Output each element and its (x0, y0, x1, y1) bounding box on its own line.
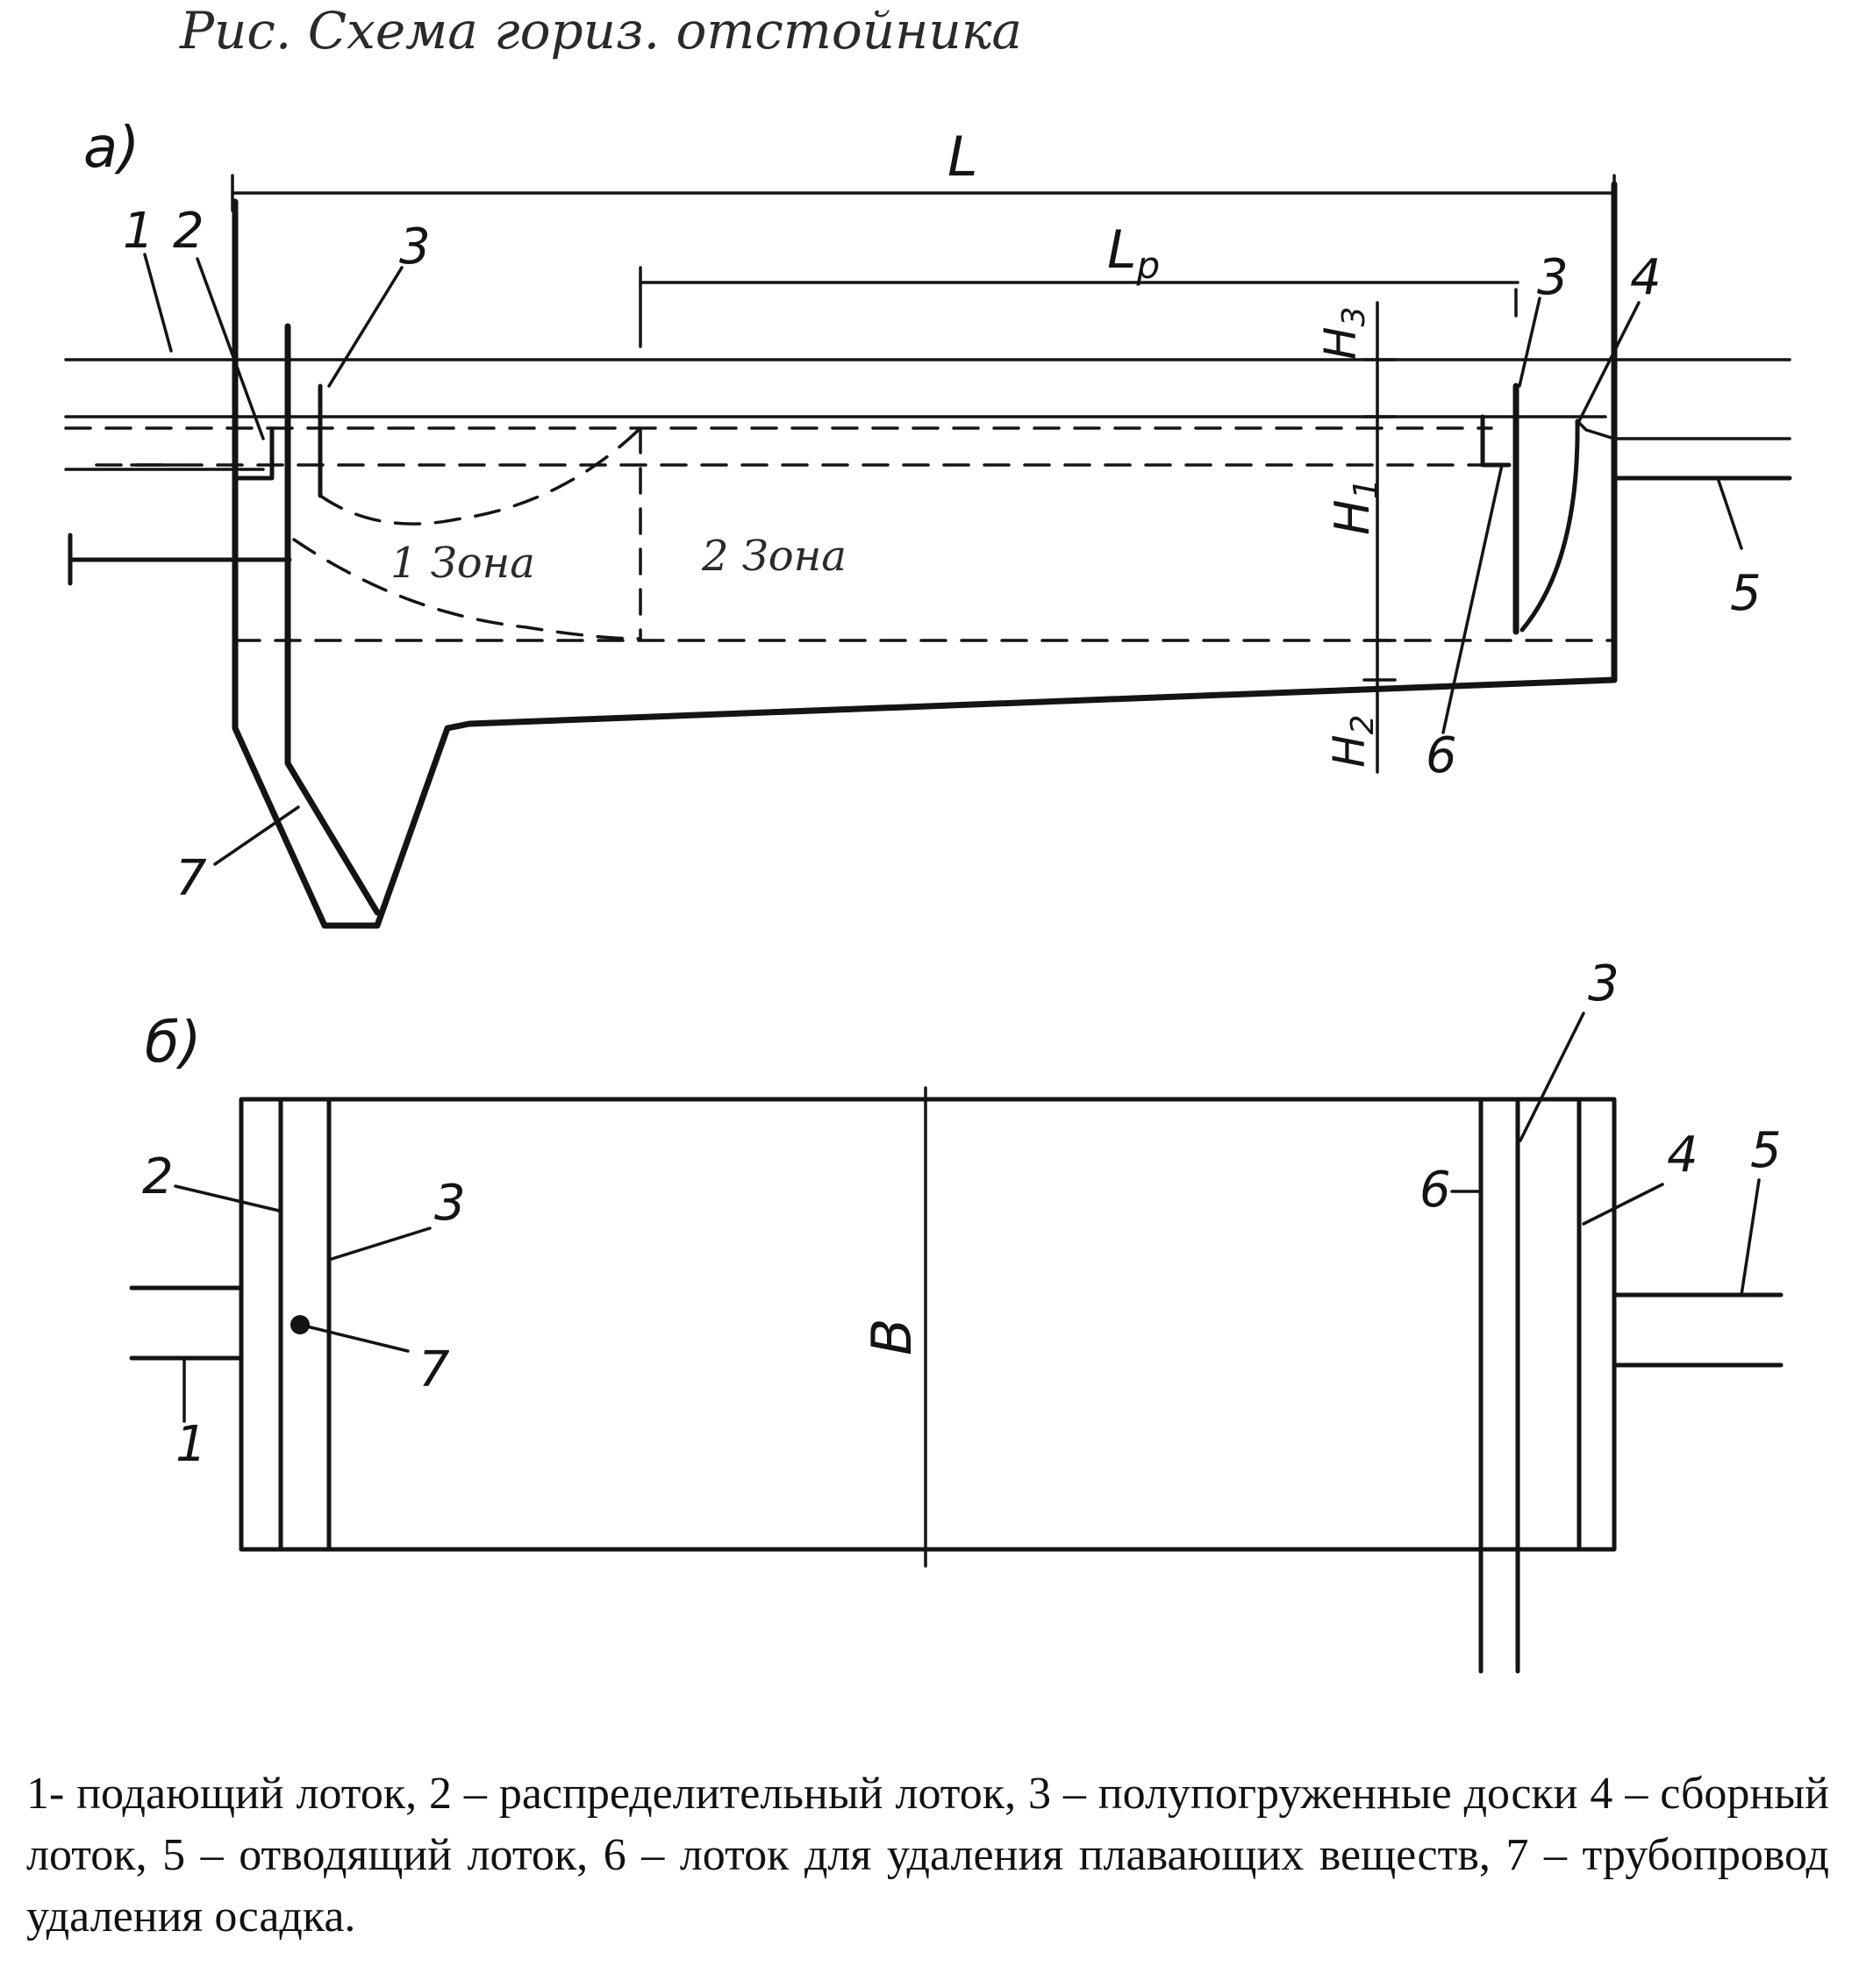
leader-7 (213, 805, 300, 866)
dim-Lp-label: Lр (1107, 219, 1160, 287)
zone1-label: 1 Зона (390, 539, 535, 588)
view-b-plan: б) B 1 2 3 7 3 6 4 5 (129, 955, 1784, 1674)
handwritten-title: Рис. Схема гориз. отстойника (179, 1, 1022, 61)
dim-H3-label: H3 (1315, 306, 1372, 360)
zone1-boundary-lower (292, 538, 642, 640)
callout-3-right-plan: 3 (1588, 955, 1619, 1012)
view-a-section: а) L Lр 1 Зона 2 Зона (64, 116, 1792, 929)
leader-2-plan (174, 1184, 281, 1212)
callout-1-plan: 1 (175, 1416, 207, 1473)
callout-6: 6 (1426, 727, 1457, 784)
callout-4: 4 (1630, 249, 1662, 306)
callout-6-plan: 6 (1419, 1162, 1451, 1219)
callout-1: 1 (123, 203, 154, 260)
tank-body-outline (232, 198, 1618, 929)
outlet-top (1576, 419, 1791, 440)
dim-B-label: B (860, 1318, 924, 1355)
leader-5-plan (1740, 1178, 1761, 1297)
callout-2: 2 (173, 203, 204, 260)
callout-4-plan: 4 (1667, 1126, 1698, 1184)
floatables-tray (1480, 414, 1512, 468)
figure-caption: 1- подающий лоток, 2 – распределительный… (26, 1769, 1829, 1942)
leader-7-plan (298, 1323, 410, 1353)
leader-6 (1441, 463, 1504, 734)
distribution-tray (232, 366, 275, 481)
dim-L-label: L (947, 125, 978, 189)
callout-3-right: 3 (1537, 249, 1569, 306)
view-b-label: б) (145, 1011, 201, 1076)
leader-5 (1716, 476, 1743, 550)
callout-2-plan: 2 (142, 1148, 174, 1205)
leader-3-right-plan (1519, 1012, 1585, 1142)
callout-5: 5 (1730, 565, 1762, 622)
zone1-boundary-upper (318, 426, 642, 526)
dim-H2-label: H2 (1324, 714, 1381, 768)
collection-tray-curve (1519, 418, 1580, 633)
leader-4 (1577, 301, 1641, 423)
leader-1 (143, 253, 173, 353)
callout-7-plan: 7 (418, 1341, 450, 1398)
sludge-pipe (284, 323, 381, 916)
dim-H1-label: H1 (1325, 478, 1385, 535)
tank-plan-outline (239, 1097, 1617, 1552)
leader-2 (196, 257, 265, 440)
callout-3-left: 3 (399, 218, 431, 275)
leader-3-right (1518, 297, 1541, 388)
callout-5-plan: 5 (1750, 1122, 1782, 1179)
callout-7: 7 (175, 850, 207, 907)
leader-3-left-plan (330, 1226, 432, 1261)
callout-3-left-plan: 3 (434, 1175, 466, 1232)
leader-4-plan (1582, 1183, 1664, 1226)
leader-3-left (327, 266, 404, 388)
zone2-label: 2 Зона (701, 532, 847, 581)
view-a-label: а) (83, 116, 139, 181)
